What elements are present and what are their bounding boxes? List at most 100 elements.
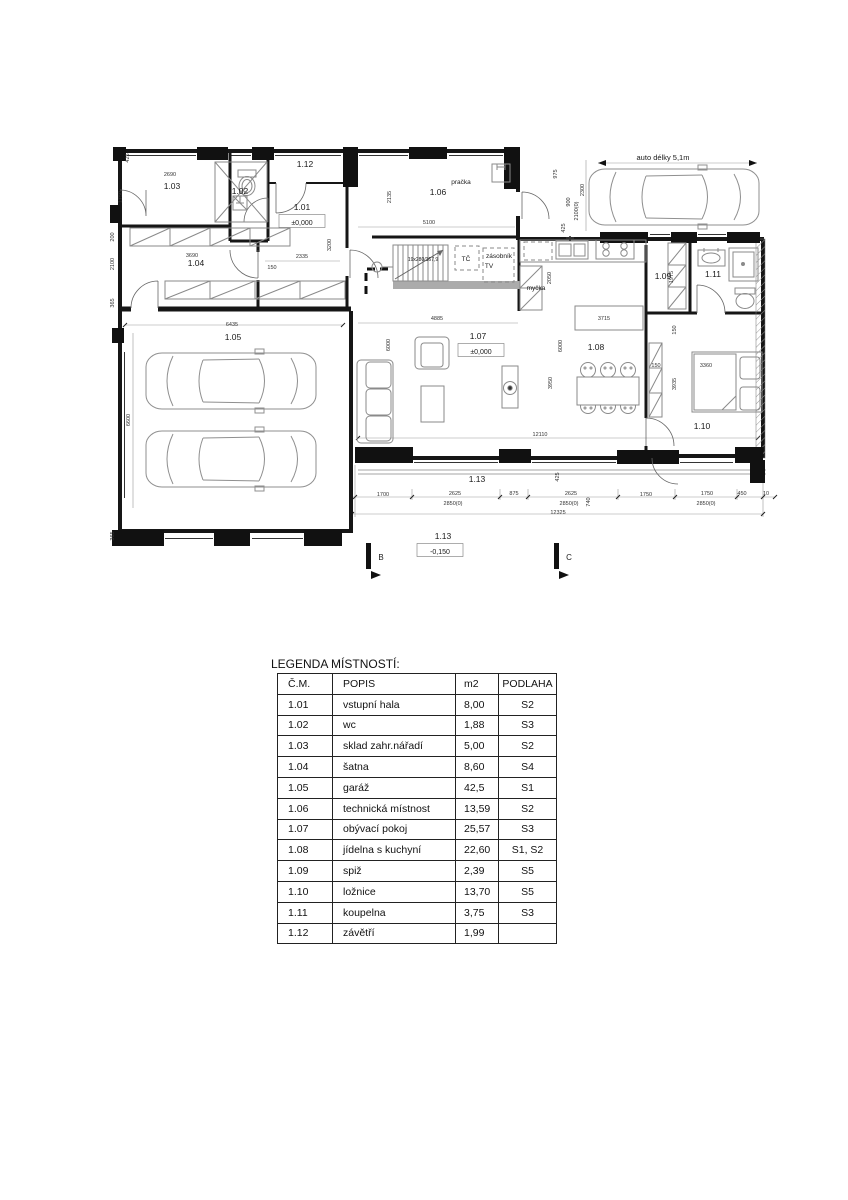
annotation-text: auto délky 5,1m: [637, 153, 690, 162]
legend-cell: 2,39: [455, 860, 499, 882]
legend-cell: 5,00: [455, 735, 499, 758]
dimension-text: 2100: [110, 258, 116, 270]
dimension-text: 975: [553, 169, 559, 178]
room-label: 1.12: [297, 159, 314, 169]
legend-cell: 25,57: [455, 818, 499, 841]
legend-cell: S1: [498, 776, 557, 799]
level-marker-box: [457, 343, 505, 357]
room-label: 1.05: [225, 332, 242, 342]
dimension-text: 2100(0): [574, 201, 580, 220]
dimension-lines: [125, 160, 775, 517]
kitchen: [519, 236, 647, 331]
dimension-text: 2300: [580, 184, 586, 196]
dimension-text: 6000: [558, 340, 564, 352]
level-marker-text: ±0,000: [291, 220, 312, 227]
legend-cell: spiž: [332, 860, 456, 882]
legend-cell: koupelna: [332, 901, 456, 924]
floor-plan: 1.011.021.031.041.051.061.071.081.091.10…: [110, 147, 778, 579]
legend-cell: S1, S2: [498, 839, 557, 862]
room-label: 1.09: [655, 271, 672, 281]
legend-header-cell: POPIS: [332, 673, 456, 695]
legend-cell: 1.07: [277, 818, 333, 841]
dimension-text: 6435: [226, 322, 238, 328]
dimension-text: 3360: [700, 363, 712, 369]
legend-cell: závětří: [332, 922, 456, 945]
dimension-text: 425: [561, 223, 567, 232]
legend-cell: [498, 922, 557, 945]
legend-cell: sklad zahr.nářadí: [332, 735, 456, 758]
dimension-text: 3200: [327, 239, 333, 251]
legend-cell: S5: [498, 880, 557, 903]
legend-cell: S2: [498, 735, 557, 758]
legend-cell: 1.02: [277, 714, 333, 737]
dimension-text: 1975: [669, 271, 675, 283]
terrace-edge-lines: [358, 469, 766, 475]
annotation-text: TČ: [462, 254, 471, 263]
dimension-text: 450: [737, 491, 746, 497]
dimension-text: 5100: [423, 220, 435, 226]
dimension-text: 3690: [186, 253, 198, 259]
legend-cell: S4: [498, 756, 557, 778]
room-label: 1.01: [294, 202, 311, 212]
dimension-text: 2050: [547, 272, 553, 284]
legend-cell: 42,5: [455, 776, 499, 799]
level-marker-box: [416, 543, 464, 557]
dimension-text: 2690: [164, 172, 176, 178]
dimension-text: 900: [566, 197, 572, 206]
legend-cell: 1.11: [277, 901, 333, 924]
dimension-text: 6000: [386, 339, 392, 351]
legend-cell: 1.08: [277, 839, 333, 862]
dimension-texts: 4252690175020021003653690150233532002135…: [110, 153, 769, 540]
dimension-text: 3715: [598, 316, 610, 322]
dimension-text: 875: [509, 491, 518, 497]
legend-cell: 1,88: [455, 714, 499, 737]
cars: [145, 164, 760, 492]
dimension-text: 425: [125, 153, 131, 162]
room-label: 1.04: [188, 258, 205, 268]
bedroom-furniture: [691, 351, 763, 413]
dimension-text: 6600: [126, 414, 132, 426]
stairs: [371, 244, 449, 282]
legend-cell: vstupní hala: [332, 693, 456, 716]
dimension-text: 200: [110, 232, 116, 241]
doors: [119, 182, 726, 485]
legend-cell: 1.10: [277, 880, 333, 903]
legend-cell: šatna: [332, 756, 456, 778]
legend-cell: S3: [498, 818, 557, 841]
dimension-text: 1750: [701, 491, 713, 497]
legend-cell: 1,99: [455, 922, 499, 945]
legend-cell: S2: [498, 693, 557, 716]
legend-cell: 1.05: [277, 776, 333, 799]
dimension-text: 3935: [672, 378, 678, 390]
legend-cell: 22,60: [455, 839, 499, 862]
annotation-text: TV: [485, 263, 494, 270]
dimension-text: 2135: [387, 191, 393, 203]
legend-cell: 1.06: [277, 797, 333, 820]
annotation-text: zásobník: [486, 253, 513, 260]
room-label: 1.13: [469, 474, 486, 484]
room-label: 1.06: [430, 187, 447, 197]
dimension-text: 3950: [548, 377, 554, 389]
legend-cell: 1.04: [277, 756, 333, 778]
legend-cell: S2: [498, 797, 557, 820]
legend-cell: 3,75: [455, 901, 499, 924]
dimension-text: 1700: [377, 492, 389, 498]
legend-cell: 1.12: [277, 922, 333, 945]
dimension-text: 2335: [296, 254, 308, 260]
level-marker-text: ±0,000: [470, 349, 491, 356]
dimension-text: 4885: [431, 316, 443, 322]
dimension-text: 365: [110, 298, 116, 307]
dimension-text: 2850(0): [560, 501, 579, 507]
dimension-text: 12110: [533, 432, 548, 438]
room-labels: 1.011.021.031.041.051.061.071.081.091.10…: [164, 159, 721, 541]
